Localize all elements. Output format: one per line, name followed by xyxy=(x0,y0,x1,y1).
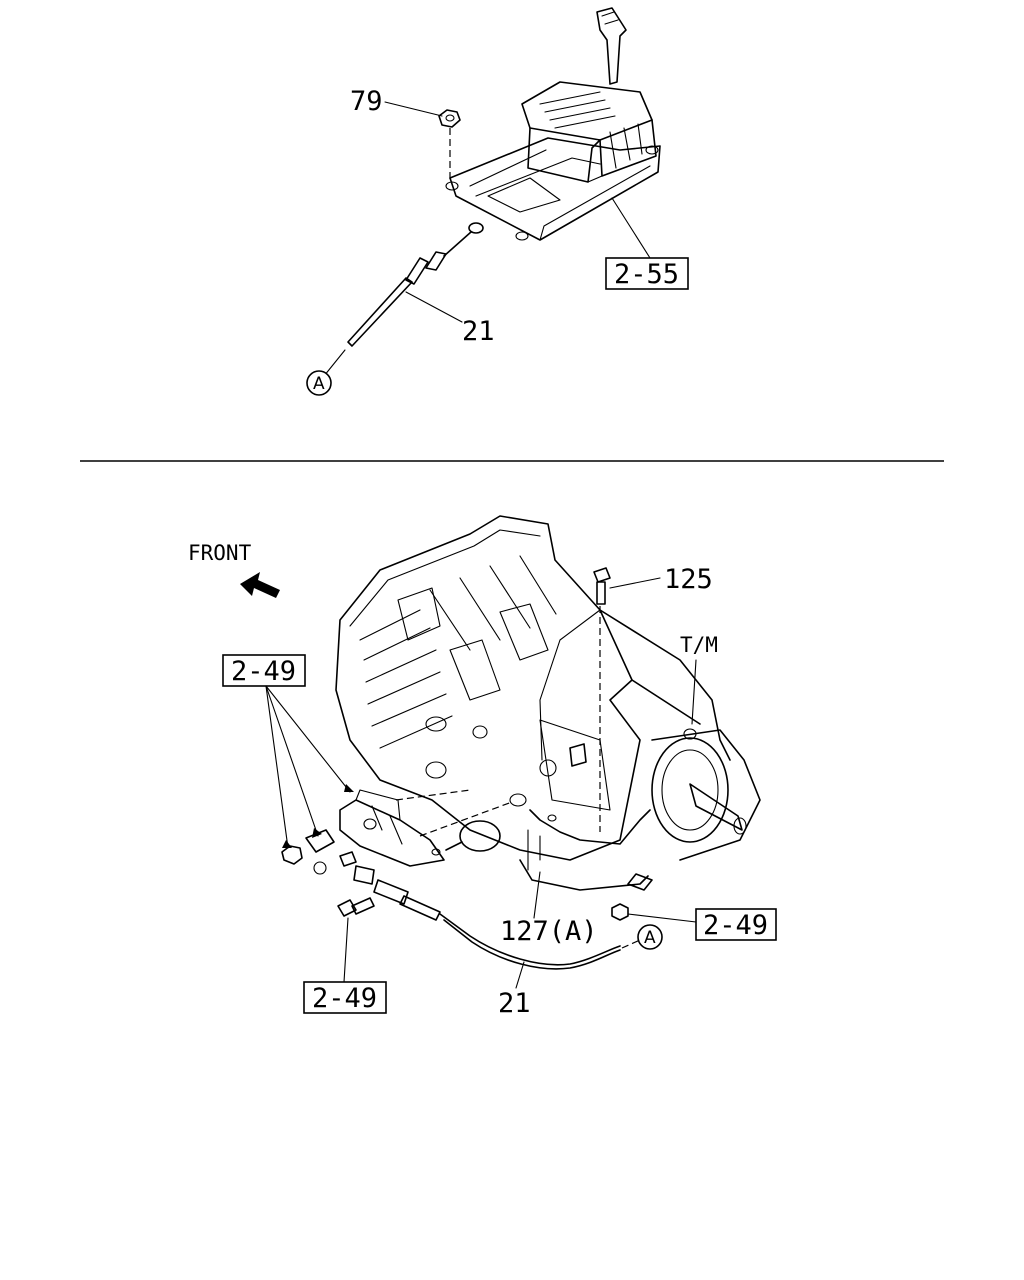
ref-label-2-49-bottom: 2-49 xyxy=(312,983,377,1014)
tm-leader xyxy=(691,659,697,725)
ref-left-arrowheads xyxy=(282,784,354,848)
callout-127a: 127(A) xyxy=(500,916,598,947)
ref-box-2-55 xyxy=(605,257,689,290)
ref-left-leader-3 xyxy=(265,685,351,793)
callout-125: 125 xyxy=(664,564,713,595)
inhibitor-switch-assembly xyxy=(305,789,445,875)
transmission-case xyxy=(335,515,761,861)
bolt-leader-line xyxy=(609,577,661,589)
ref-box-2-49-right xyxy=(695,908,777,941)
circle-a-top xyxy=(306,370,332,396)
ref-2-55-leader xyxy=(611,197,651,259)
ref-box-2-49-bottom xyxy=(303,981,387,1014)
bolt-icon xyxy=(337,897,375,917)
circle-a-top-leader xyxy=(323,349,346,377)
switch-leader-dash-2 xyxy=(419,801,513,837)
ref-box-2-49-left xyxy=(222,654,306,687)
bolt-icon xyxy=(593,567,611,605)
front-arrow-icon xyxy=(240,572,280,598)
shift-cable-top xyxy=(347,222,484,347)
nut-icon xyxy=(611,903,629,921)
harness-bracket xyxy=(519,809,653,891)
nut-icon xyxy=(281,845,303,865)
circle-a-bottom xyxy=(637,924,663,950)
ref-right-leader xyxy=(627,913,697,923)
ref-left-leader-2 xyxy=(265,685,319,837)
nut-leader-line xyxy=(384,101,443,117)
tm-label: T/M xyxy=(680,633,718,657)
shifter-assembly xyxy=(445,7,661,241)
circle-a-top-letter: A xyxy=(313,374,325,394)
callout-21-bottom: 21 xyxy=(498,988,531,1019)
ref-bottom-leader xyxy=(343,917,349,983)
circle-a-bottom-letter: A xyxy=(644,928,656,948)
front-label: FRONT xyxy=(188,541,252,565)
callout-79: 79 xyxy=(350,86,383,117)
cable-bottom-dash xyxy=(621,939,641,949)
ref-label-2-55: 2-55 xyxy=(614,259,679,290)
harness-leader xyxy=(533,871,541,919)
cable-top-leader xyxy=(405,291,463,323)
ref-label-2-49-right: 2-49 xyxy=(703,910,768,941)
switch-leader-dash xyxy=(395,789,471,801)
ref-label-2-49-left: 2-49 xyxy=(231,656,296,687)
nut-icon xyxy=(438,109,461,128)
shift-cable-bottom xyxy=(339,851,621,970)
callout-21-top: 21 xyxy=(462,316,495,347)
cable-bottom-leader xyxy=(515,961,525,989)
ref-left-leader-1 xyxy=(265,685,289,849)
